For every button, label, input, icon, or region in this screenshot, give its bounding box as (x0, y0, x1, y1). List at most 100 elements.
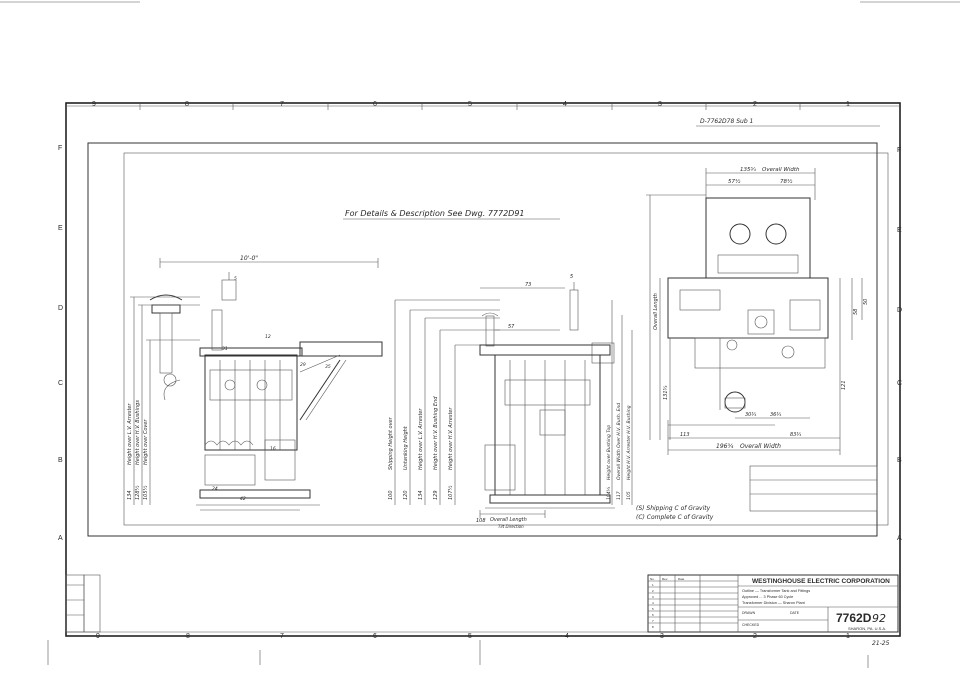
plan-bottom-sub-3: 30¾ (745, 412, 756, 418)
left-stamp-block (65, 574, 101, 633)
mid-value-4: 129 (433, 490, 439, 500)
title-block: WESTINGHOUSE ELECTRIC CORPORATION Outlin… (647, 574, 899, 633)
mid-value-2: 120 (403, 490, 409, 500)
drawing-frame (123, 152, 889, 526)
col-4-top: 4 (563, 101, 567, 108)
row-a-right: A (897, 535, 902, 542)
left-small-dim-7: 16 (270, 446, 276, 452)
left-elevation-view: 10'-0" (127, 255, 383, 511)
sheet-number: 7762D (836, 611, 872, 625)
col-9-bottom: 9 (96, 633, 100, 640)
middle-elevation-view: 73 57 5 108 Overall Length Tilt Directio… (476, 274, 633, 529)
rev-row-6: 6 (652, 613, 654, 617)
left-height-label-3: Height over Cover (143, 419, 149, 465)
mid-label-height-hv-arrester: Height over H.V. Arrester (448, 407, 454, 470)
left-small-dim-4: 35 (325, 364, 331, 370)
left-small-dim-5: 42 (240, 496, 246, 502)
left-height-label-2: Height over H.V. Bushings (135, 400, 141, 465)
plan-bottom-sub-4: 36¾ (770, 412, 781, 418)
plan-bottom-sub-2: 83¾ (790, 432, 801, 438)
left-top-width-value: 10'-0" (240, 255, 258, 262)
col-2-top: 2 (753, 101, 757, 108)
row-e-left: E (58, 225, 63, 232)
mid-label-shipping-height: Shipping Height over (388, 416, 394, 470)
rev-row-1: 1 (652, 583, 654, 587)
rev-header-date: Date (678, 577, 685, 581)
col-3-bottom: 3 (660, 633, 664, 640)
plan-top-label: Overall Width (762, 167, 800, 173)
plan-bottom-sub-1: 113 (680, 432, 690, 438)
mid-label-height-hv-bushing: Height over H.V. Bushing End (433, 396, 439, 470)
row-markers: F E D C B A F E D C B A (58, 145, 902, 542)
drawing-reference-top: D-7762D78 Sub 1 (700, 118, 753, 125)
left-height-value-2: 128½ (134, 485, 141, 500)
mid-right-value-3: 105 (626, 491, 632, 500)
plan-top-value: 135¾ (740, 167, 756, 173)
row-e-right: E (897, 227, 902, 234)
title-line-2: Approved ... 3 Phase 60 Cycle (742, 595, 793, 599)
col-6-bottom: 6 (373, 633, 377, 640)
mid-right-label-2: Overall Width Over H.V. Bush. End (616, 403, 622, 480)
mid-label-height-lv-arrester: Height over L.V. Arrester (418, 407, 424, 470)
plan-view: 135¾ Overall Width 57½ 78½ Overall Lengt… (646, 167, 869, 455)
legend-complete-cg: (C) Complete C of Gravity (636, 514, 714, 521)
col-8-top: 8 (185, 101, 189, 108)
rev-row-3: 3 (652, 595, 654, 599)
title-line-3: Transformer Division — Sharon Plant (742, 601, 806, 605)
plan-side-label: Overall Length (653, 293, 659, 330)
inner-border (87, 142, 878, 537)
mid-value-5: 107½ (447, 485, 454, 500)
left-small-dim-6: 5 (234, 276, 237, 282)
mid-right-label-1: Height over Bushing Top (606, 425, 612, 480)
row-d-right: D (897, 307, 902, 314)
plan-sub-value-2: 78½ (780, 178, 793, 185)
row-f-right: F (897, 147, 901, 154)
note-see-drawing: For Details & Description See Dwg. 7772D… (345, 209, 525, 218)
mid-right-value-1: 104¼ (606, 486, 612, 500)
checked-label: CHECKED (742, 623, 760, 627)
mid-right-value-2: 117 (616, 491, 622, 500)
drawn-label: DRAWN (742, 611, 756, 615)
plan-bottom-value: 196¾ (716, 443, 733, 450)
page-corner-number: 21-25 (872, 640, 890, 647)
col-9-top: 9 (92, 101, 96, 108)
rev-row-8: 8 (652, 625, 654, 629)
row-a-left: A (58, 535, 63, 542)
rev-header-rev: Rev. (662, 577, 668, 581)
middle-height-dimensions: Shipping Height over Untanking Height He… (388, 299, 500, 505)
mid-top-dim-3: 5 (570, 274, 573, 280)
col-5-top: 5 (468, 101, 472, 108)
rev-row-5: 5 (652, 607, 654, 611)
col-5-bottom: 5 (468, 633, 472, 640)
row-b-right: B (897, 457, 902, 464)
col-7-bottom: 7 (280, 633, 284, 640)
left-small-dim-3: 29 (300, 362, 306, 368)
col-1-bottom: 1 (846, 633, 850, 640)
rev-header-no: No. (650, 577, 655, 581)
row-b-left: B (58, 457, 63, 464)
left-small-dim-1: 12 (265, 334, 271, 340)
left-height-value-1: 134 (127, 490, 133, 500)
plan-right-value-1: 121 (841, 380, 847, 390)
mid-label-untanking-height: Untanking Height (403, 425, 409, 470)
legend-shipping-cg: (S) Shipping C of Gravity (636, 505, 711, 512)
mid-top-dim-1: 73 (525, 282, 531, 288)
mid-bottom-value: 108 (476, 518, 486, 524)
col-6-top: 6 (373, 101, 377, 108)
left-small-dim-2: 31 (222, 346, 228, 352)
row-d-left: D (58, 305, 63, 312)
column-markers-top: 9 8 7 6 5 4 3 2 1 (66, 101, 900, 110)
rev-row-4: 4 (652, 601, 654, 605)
left-small-dim-8: 24 (212, 486, 218, 492)
mid-value-1: 100 (388, 490, 394, 500)
col-8-bottom: 8 (186, 633, 190, 640)
sheet-number-suffix: 92 (872, 612, 886, 625)
col-7-top: 7 (280, 101, 284, 108)
mid-right-label-3: Height H.V. Arrester H.V. Bushing (626, 405, 632, 480)
row-c-right: C (897, 380, 902, 387)
row-c-left: C (58, 380, 63, 387)
col-3-top: 3 (658, 101, 662, 108)
left-height-value-3: 105½ (142, 485, 149, 500)
col-1-top: 1 (846, 101, 850, 108)
